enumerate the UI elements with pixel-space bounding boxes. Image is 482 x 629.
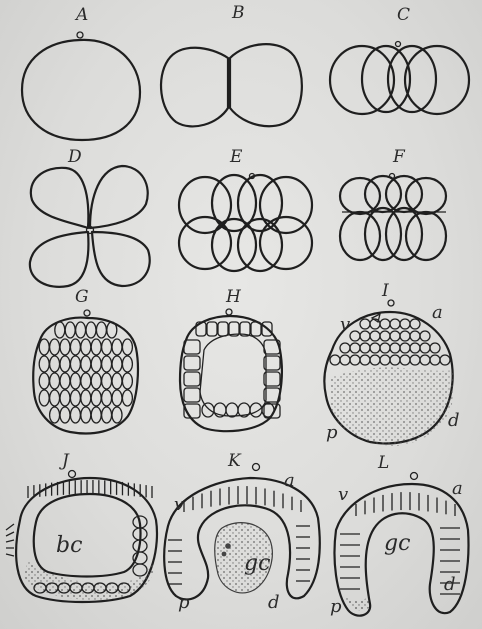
figure-l-embryo: v a gc p d (330, 473, 468, 618)
caption-e: E (229, 147, 243, 167)
label-l-a: a (452, 478, 463, 499)
figure-f-sixteen-cell (340, 174, 446, 261)
label-k-d: d (268, 592, 280, 613)
figure-c-four-cell (330, 42, 469, 115)
figure-e-eight-cell (179, 174, 312, 272)
figure-i-gastrula: v a p d (324, 300, 459, 446)
figure-a-one-cell (22, 32, 140, 140)
caption-k: K (227, 451, 242, 471)
label-i-v: v (340, 314, 350, 335)
figure-k-embryo: v a gc p d (164, 464, 320, 614)
label-l-p: p (330, 596, 342, 617)
caption-d: D (67, 147, 82, 167)
label-k-a: a (284, 470, 295, 491)
caption-b: B (231, 3, 245, 23)
label-k-p: p (178, 592, 190, 613)
figure-h-blastula-section (180, 309, 282, 431)
label-k-v: v (174, 494, 184, 515)
label-l-d: d (444, 574, 456, 595)
label-l-v: v (338, 484, 348, 505)
label-j-bc: bc (56, 533, 82, 558)
caption-a: A (74, 5, 88, 25)
caption-h: H (225, 287, 242, 307)
caption-c: C (397, 5, 410, 25)
label-i-p: p (326, 422, 338, 443)
caption-g: G (75, 287, 89, 307)
label-i-d: d (448, 410, 460, 431)
figure-j-embryo: bc (6, 471, 157, 603)
caption-i: I (381, 281, 389, 301)
caption-f: F (392, 147, 406, 167)
figure-d-four-cell-top (30, 166, 150, 287)
label-k-gc: gc (244, 551, 270, 576)
caption-j: J (59, 451, 70, 471)
figure-g-blastula (33, 310, 138, 433)
label-l-gc: gc (384, 531, 410, 556)
label-i-a: a (432, 302, 443, 323)
figure-b-two-cell (161, 44, 302, 126)
caption-l: L (377, 453, 389, 473)
